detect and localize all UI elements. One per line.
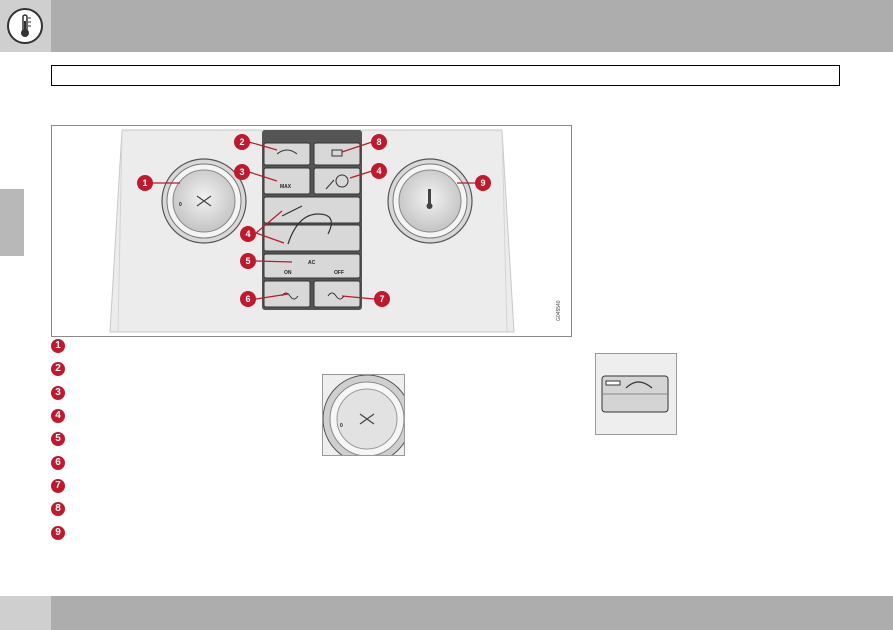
callout-1: 1: [137, 175, 153, 191]
button-max-defroster: MAX: [263, 167, 311, 195]
callout-7: 7: [374, 291, 390, 307]
header-bar: [0, 0, 893, 52]
fan-knob-detail-figure: 0: [322, 374, 405, 456]
title-box: [51, 65, 840, 86]
legend-item: 1: [51, 339, 65, 353]
callout-2: 2: [234, 134, 250, 150]
svg-text:4: 4: [376, 166, 381, 176]
svg-text:0: 0: [179, 202, 182, 208]
legend-item: 9: [51, 526, 65, 540]
svg-text:3: 3: [239, 167, 244, 177]
svg-text:0: 0: [340, 423, 343, 429]
button-seat-heater-right: [313, 280, 361, 308]
svg-text:6: 6: [245, 294, 250, 304]
temperature-knob: [387, 158, 473, 244]
side-tab: [0, 189, 24, 256]
legend-item: 2: [51, 362, 65, 376]
footer-page-block: [0, 596, 51, 630]
button-air-distribution: [263, 196, 361, 252]
figure-code: G045540: [556, 300, 562, 321]
footer-bar: [0, 596, 893, 630]
svg-text:2: 2: [239, 137, 244, 147]
legend-item: 6: [51, 456, 65, 470]
svg-text:5: 5: [245, 256, 250, 266]
callout-3: 3: [234, 164, 250, 180]
climate-panel-figure: 0 MAX: [51, 125, 572, 337]
legend-item: 8: [51, 502, 65, 516]
callout-8: 8: [371, 134, 387, 150]
callout-4-left: 4: [240, 226, 256, 242]
ac-off-label: OFF: [334, 270, 344, 276]
button-ac: AC ON OFF: [263, 253, 361, 279]
callout-9: 9: [475, 175, 491, 191]
callout-6: 6: [240, 291, 256, 307]
ac-on-label: ON: [284, 270, 292, 276]
legend-item: 4: [51, 409, 65, 423]
callout-5: 5: [240, 253, 256, 269]
button-rear-defroster: [313, 142, 361, 166]
fan-icon: [359, 413, 375, 425]
svg-text:4: 4: [245, 229, 250, 239]
legend-item: 7: [51, 479, 65, 493]
svg-text:1: 1: [142, 178, 147, 188]
svg-text:7: 7: [379, 294, 384, 304]
max-label: MAX: [280, 184, 292, 190]
ac-label: AC: [308, 260, 316, 266]
recirculation-button-detail-figure: [595, 353, 677, 435]
svg-text:9: 9: [480, 178, 485, 188]
legend-item: 5: [51, 432, 65, 446]
recirculation-icon: [625, 381, 653, 389]
thermometer-icon: [7, 8, 43, 44]
button-auto: [313, 167, 361, 195]
header-icon-block: [0, 0, 51, 52]
legend-item: 3: [51, 386, 65, 400]
svg-text:8: 8: [376, 137, 381, 147]
button-recirculation: [263, 142, 311, 166]
callout-4-right: 4: [371, 163, 387, 179]
fan-knob: 0: [161, 158, 247, 244]
